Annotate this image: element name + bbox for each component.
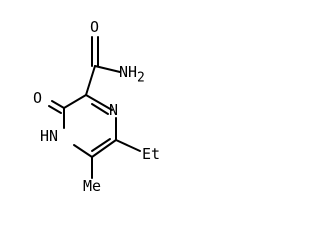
- bond-c2-n1-inner: [91, 103, 109, 115]
- bond-ring-to-amide: [85, 65, 96, 96]
- ring-nh-label: HN: [40, 127, 58, 145]
- bond-c6-c5-inner: [91, 138, 111, 152]
- ring-carbonyl-oxygen-label: O: [33, 89, 42, 107]
- ring-nitrogen-label: N: [109, 101, 118, 119]
- bond-c6-c5: [91, 139, 117, 158]
- methyl-label: Me: [83, 177, 101, 195]
- amide-h-subscript-label: 2: [137, 71, 145, 86]
- ethyl-label: Et: [142, 145, 160, 163]
- bond-amide-c-n: [94, 65, 121, 73]
- amide-oxygen-label: O: [90, 18, 99, 36]
- bond-c3-o-2: [48, 105, 62, 114]
- amide-nitrogen-label: NH: [119, 63, 137, 81]
- bond-c3-o-1: [51, 100, 65, 109]
- chemical-structure: O NH 2 N O HN Et Me: [33, 18, 160, 195]
- bond-c3-c2: [63, 94, 87, 109]
- bond-c5-n4: [73, 144, 93, 158]
- bond-c6-ethyl: [115, 139, 141, 152]
- bond-c2-n1: [85, 94, 113, 111]
